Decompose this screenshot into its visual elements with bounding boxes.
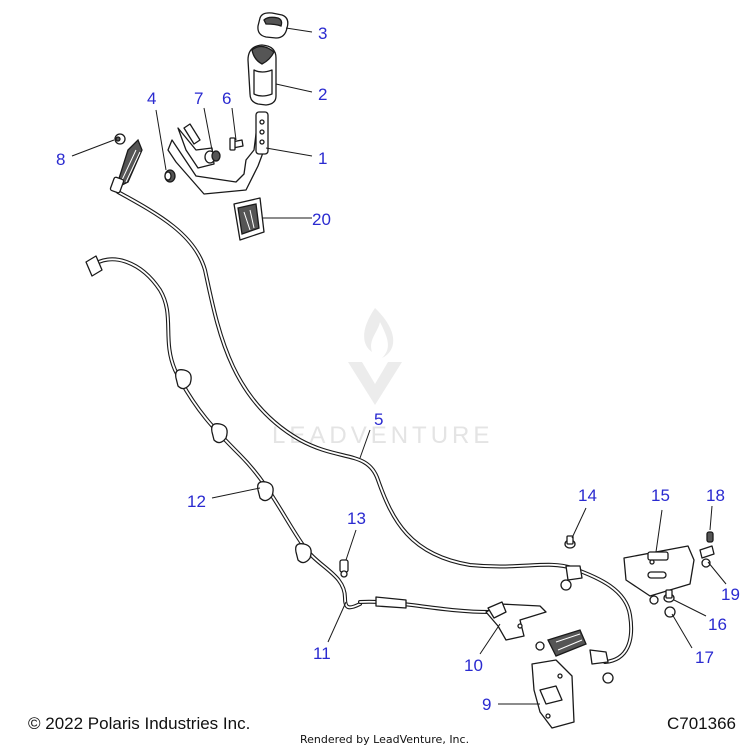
part-14-bolt[interactable] [564, 535, 576, 549]
copyright-text: © 2022 Polaris Industries Inc. [28, 714, 251, 733]
part-7-spacer[interactable] [204, 150, 221, 164]
part-13-fitting[interactable] [339, 559, 349, 578]
callout-5[interactable]: 5 [374, 410, 383, 429]
part-15-mount-plate[interactable] [623, 545, 695, 597]
part-16-bolt[interactable] [663, 589, 675, 603]
callout-1[interactable]: 1 [318, 149, 327, 168]
rendered-by-text: Rendered by LeadVenture, Inc. [300, 733, 470, 746]
callout-16[interactable]: 16 [708, 615, 727, 634]
part-4-nut[interactable] [164, 169, 176, 183]
callout-9[interactable]: 9 [482, 695, 491, 714]
callout-4[interactable]: 4 [147, 89, 156, 108]
callout-13[interactable]: 13 [347, 509, 366, 528]
part-17-nut[interactable] [664, 606, 676, 618]
callout-14[interactable]: 14 [578, 486, 597, 505]
part-5-shift-cable[interactable] [109, 138, 634, 684]
callout-6[interactable]: 6 [222, 89, 231, 108]
part-20-pad[interactable] [233, 197, 265, 241]
callout-17[interactable]: 17 [695, 648, 714, 667]
callout-2[interactable]: 2 [318, 85, 327, 104]
fastener-small [649, 595, 659, 605]
part-9-bracket[interactable] [531, 659, 575, 729]
part-11-brake-line[interactable] [85, 255, 492, 614]
part-10-bracket[interactable] [485, 601, 547, 641]
leader-lines [71, 27, 727, 705]
callout-10[interactable]: 10 [464, 656, 483, 675]
cable-end-boot[interactable] [535, 629, 587, 657]
callout-20[interactable]: 20 [312, 210, 331, 229]
part-3-knob-cap[interactable] [257, 12, 289, 39]
part-18-clip[interactable] [706, 531, 714, 543]
part-2-shift-knob[interactable] [247, 44, 277, 106]
callouts: 1 2 3 4 5 6 7 8 9 10 11 12 13 14 15 16 1… [56, 24, 740, 714]
v-logo-icon [348, 362, 402, 405]
part-19-nut[interactable] [699, 545, 715, 568]
callout-19[interactable]: 19 [721, 585, 740, 604]
callout-11[interactable]: 11 [313, 644, 331, 663]
callout-18[interactable]: 18 [706, 486, 725, 505]
callout-7[interactable]: 7 [194, 89, 203, 108]
part-12-clips[interactable] [175, 369, 312, 564]
callout-3[interactable]: 3 [318, 24, 327, 43]
part-8-nut[interactable] [114, 133, 126, 145]
callout-12[interactable]: 12 [187, 492, 206, 511]
callout-15[interactable]: 15 [651, 486, 670, 505]
callout-8[interactable]: 8 [56, 150, 65, 169]
drawing-code: C701366 [666, 714, 736, 733]
flame-logo-icon [364, 308, 394, 358]
part-6-bolt[interactable] [229, 137, 244, 151]
